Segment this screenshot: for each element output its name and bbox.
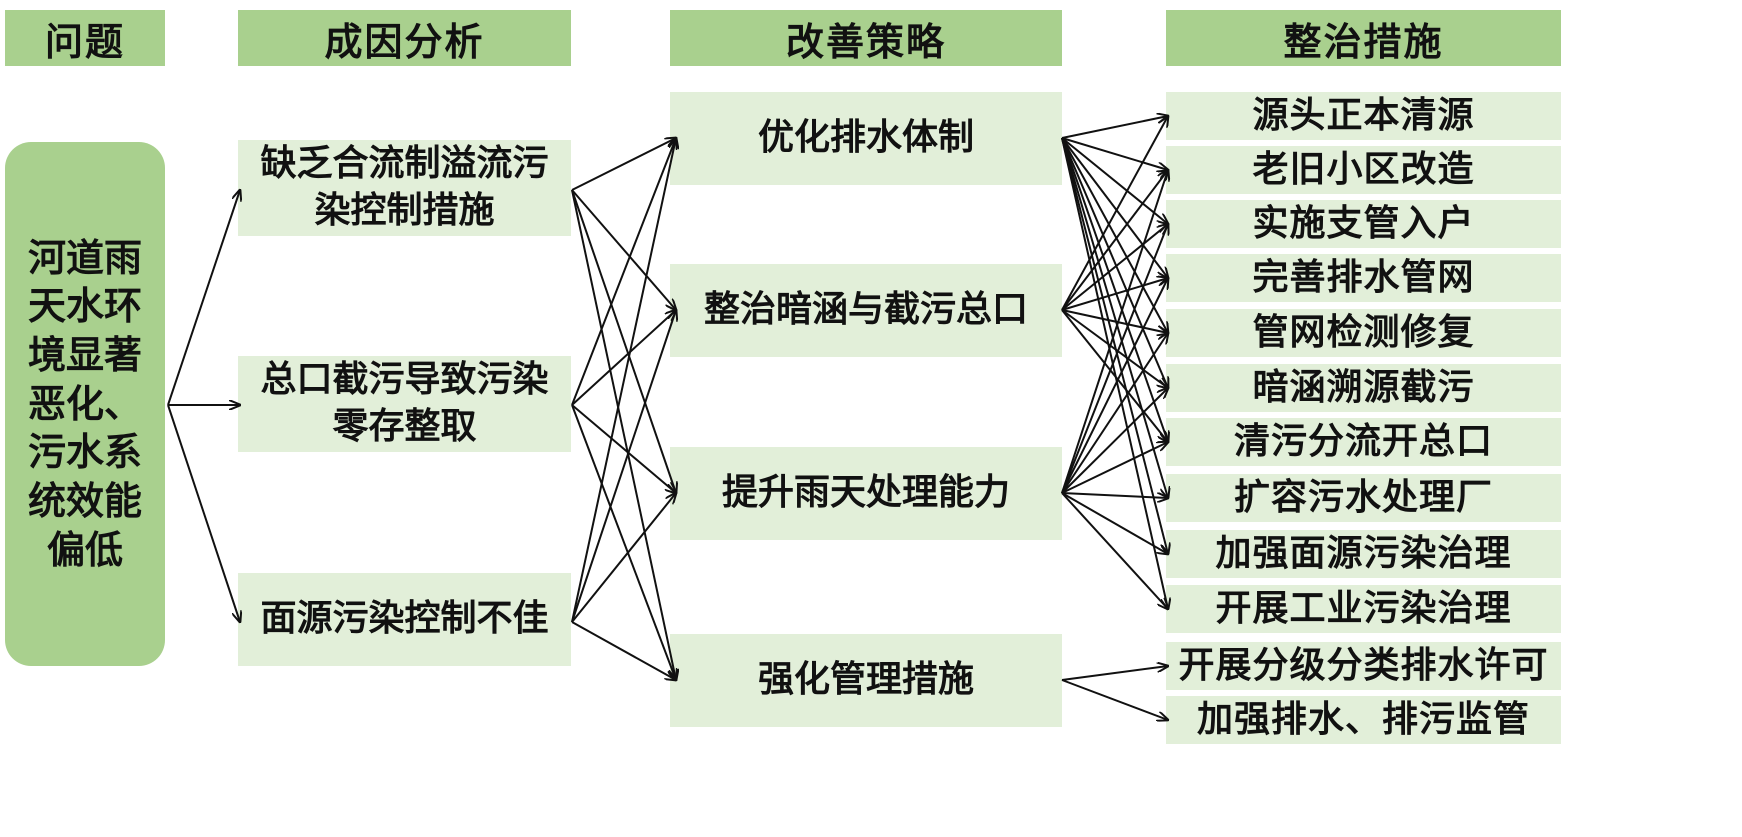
arrow-problem-to-cause-3 <box>167 404 240 622</box>
arrow-strategy-1-to-measure-4 <box>1061 137 1168 278</box>
measure-node-6: 暗涵溯源截污 <box>1166 364 1561 412</box>
arrow-strategy-3-to-measure-7 <box>1061 442 1168 494</box>
measure-node-4: 完善排水管网 <box>1166 254 1561 302</box>
arrow-cause-3-to-strategy-3 <box>571 493 676 623</box>
arrow-strategy-2-to-measure-3 <box>1061 224 1168 311</box>
cause-1-line-2: 染控制措施 <box>314 190 495 231</box>
arrow-strategy-1-to-measure-10 <box>1061 137 1168 609</box>
strategy-node-3: 提升雨天处理能力 <box>670 447 1062 540</box>
measure-node-5: 管网检测修复 <box>1166 309 1561 357</box>
measure-node-12: 加强排水、排污监管 <box>1166 696 1561 744</box>
arrow-strategy-2-to-measure-1 <box>1061 116 1168 311</box>
cause-3-line-1: 面源污染控制不佳 <box>260 598 549 640</box>
measure-node-1: 源头正本清源 <box>1166 92 1561 140</box>
arrow-strategy-2-to-measure-4 <box>1061 278 1168 311</box>
header-problem: 问题 <box>5 10 165 66</box>
arrow-cause-2-to-strategy-1 <box>571 138 676 406</box>
arrow-cause-3-to-strategy-4 <box>571 621 676 680</box>
problem-node: 河道雨天水环境显著恶化、污水系统效能偏低 <box>5 142 165 666</box>
arrow-cause-1-to-strategy-2 <box>571 189 676 310</box>
arrow-cause-3-to-strategy-1 <box>571 138 676 623</box>
arrow-strategy-2-to-measure-5 <box>1061 309 1168 333</box>
measure-node-9: 加强面源污染治理 <box>1166 530 1561 578</box>
arrow-strategy-3-to-measure-9 <box>1061 492 1168 554</box>
arrow-cause-3-to-strategy-2 <box>571 310 676 623</box>
arrow-strategy-3-to-measure-3 <box>1061 224 1168 494</box>
arrow-strategy-1-to-measure-7 <box>1061 137 1168 442</box>
cause-node-1: 缺乏合流制溢流污 染控制措施 <box>238 140 571 236</box>
arrow-cause-2-to-strategy-3 <box>571 404 676 493</box>
arrow-strategy-1-to-measure-5 <box>1061 137 1168 333</box>
measure-node-11: 开展分级分类排水许可 <box>1166 642 1561 690</box>
arrow-strategy-3-to-measure-6 <box>1061 388 1168 494</box>
strategy-node-4: 强化管理措施 <box>670 634 1062 727</box>
problem-text: 河道雨天水环境显著恶化、污水系统效能偏低 <box>27 235 142 572</box>
measure-node-8: 扩容污水处理厂 <box>1166 474 1561 522</box>
arrow-strategy-1-to-measure-8 <box>1061 137 1168 498</box>
arrow-strategy-3-to-measure-10 <box>1061 492 1168 609</box>
arrow-strategy-4-to-measure-12 <box>1061 679 1168 720</box>
arrow-strategy-3-to-measure-8 <box>1061 492 1168 498</box>
cause-2-line-1: 总口截污导致污染 <box>260 359 549 401</box>
arrow-cause-1-to-strategy-1 <box>571 138 676 191</box>
arrow-cause-1-to-strategy-3 <box>571 189 676 493</box>
cause-node-2: 总口截污导致污染 零存整取 <box>238 356 571 452</box>
cause-2-line-2: 零存整取 <box>332 406 477 447</box>
arrow-strategy-1-to-measure-2 <box>1061 137 1168 170</box>
arrow-problem-to-cause-1 <box>167 190 240 406</box>
strategy-node-2: 整治暗涵与截污总口 <box>670 264 1062 357</box>
arrow-cause-1-to-strategy-4 <box>571 189 676 680</box>
arrow-strategy-1-to-measure-6 <box>1061 137 1168 388</box>
header-cause: 成因分析 <box>238 10 571 66</box>
arrow-strategy-2-to-measure-7 <box>1061 309 1168 442</box>
strategy-node-1: 优化排水体制 <box>670 92 1062 185</box>
arrow-strategy-3-to-measure-2 <box>1061 170 1168 494</box>
measure-node-3: 实施支管入户 <box>1166 200 1561 248</box>
measure-node-10: 开展工业污染治理 <box>1166 585 1561 633</box>
arrow-strategy-2-to-measure-2 <box>1061 170 1168 311</box>
measure-node-7: 清污分流开总口 <box>1166 418 1561 466</box>
arrow-strategy-3-to-measure-5 <box>1061 333 1168 494</box>
arrow-strategy-2-to-measure-6 <box>1061 309 1168 388</box>
arrow-cause-2-to-strategy-4 <box>571 404 676 680</box>
arrow-strategy-1-to-measure-9 <box>1061 137 1168 554</box>
arrow-strategy-1-to-measure-1 <box>1061 116 1168 139</box>
arrow-strategy-4-to-measure-11 <box>1061 666 1168 681</box>
arrow-cause-2-to-strategy-2 <box>571 310 676 406</box>
arrow-strategy-3-to-measure-4 <box>1061 278 1168 494</box>
measure-node-2: 老旧小区改造 <box>1166 146 1561 194</box>
cause-1-line-1: 缺乏合流制溢流污 <box>260 143 549 185</box>
header-strategy: 改善策略 <box>670 10 1062 66</box>
cause-node-3: 面源污染控制不佳 <box>238 573 571 666</box>
header-measure: 整治措施 <box>1166 10 1561 66</box>
arrow-strategy-1-to-measure-3 <box>1061 137 1168 224</box>
